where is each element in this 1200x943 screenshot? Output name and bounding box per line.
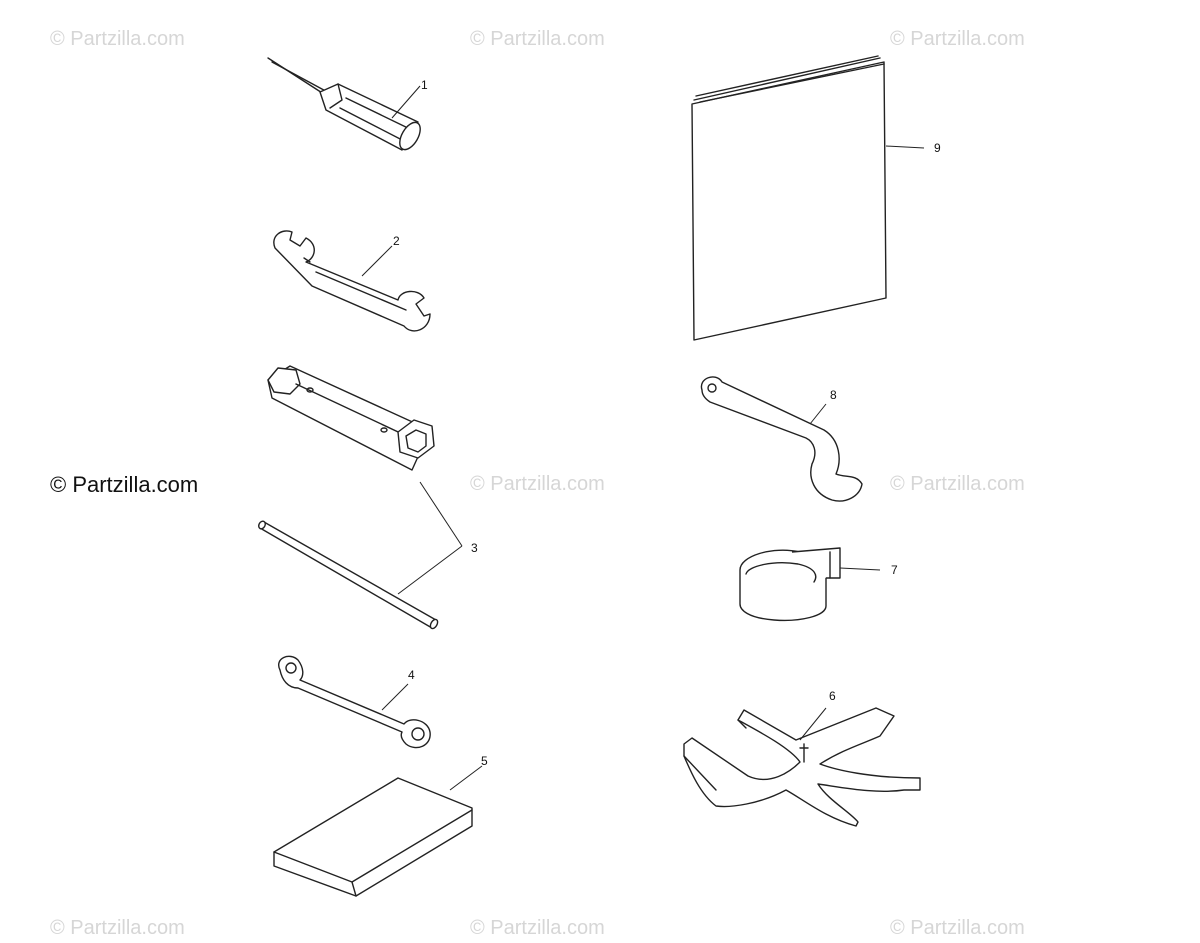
- part-screwdriver: [267, 57, 421, 151]
- callout-5: 5: [481, 754, 488, 768]
- callout-3: 3: [471, 541, 478, 555]
- part-combination-wrench: [278, 655, 431, 749]
- part-open-end-wrench: [273, 230, 431, 332]
- watermark-middle-left: © Partzilla.com: [50, 472, 199, 497]
- part-spreader-tool: [683, 707, 921, 827]
- watermark-top-left: © Partzilla.com: [50, 28, 185, 50]
- watermark-middle-center: © Partzilla.com: [470, 473, 605, 495]
- part-spark-plug-socket: [267, 365, 435, 471]
- part-spanner-wrench: [700, 376, 863, 502]
- watermark-bottom-left: © Partzilla.com: [50, 917, 185, 939]
- callout-7: 7: [891, 563, 898, 577]
- callout-6: 6: [829, 689, 836, 703]
- part-owners-manual: [691, 55, 925, 341]
- part-strap: [739, 547, 881, 622]
- part-tool-bag: [273, 765, 483, 897]
- callout-4: 4: [408, 668, 415, 682]
- callout-1: 1: [421, 78, 428, 92]
- part-tommy-bar: [258, 481, 463, 630]
- callout-8: 8: [830, 388, 837, 402]
- watermark-top-right: © Partzilla.com: [890, 28, 1025, 50]
- watermark-bottom-center: © Partzilla.com: [470, 917, 605, 939]
- callout-9: 9: [934, 141, 941, 155]
- watermark-middle-right: © Partzilla.com: [890, 473, 1025, 495]
- watermark-top-center: © Partzilla.com: [470, 28, 605, 50]
- watermark-bottom-right: © Partzilla.com: [890, 917, 1025, 939]
- callout-2: 2: [393, 234, 400, 248]
